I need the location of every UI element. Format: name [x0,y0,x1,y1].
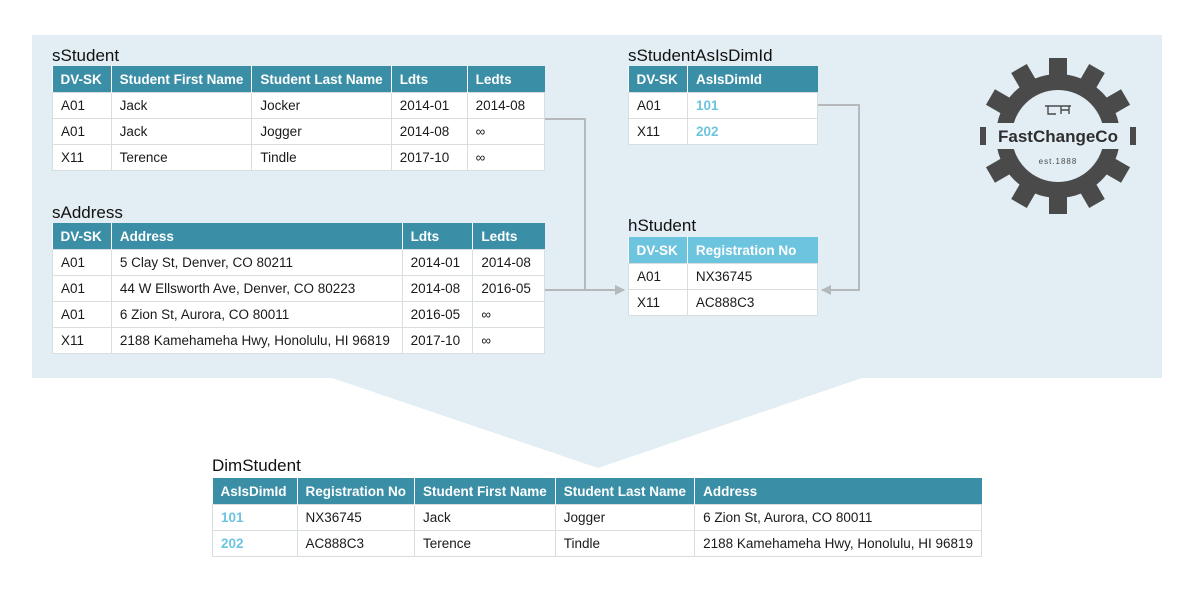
table-cell: 6 Zion St, Aurora, CO 80011 [694,504,982,531]
table-cell: Jack [414,504,556,531]
asisdimid-to-hstudent-arrow [818,104,860,295]
column-header: DV-SK [52,223,112,250]
table-cell: Tindle [251,144,392,171]
column-header: Registration No [687,237,818,264]
column-header: DV-SK [52,66,112,93]
table-row: 202 AC888C3 Terence Tindle 2188 Kamehame… [212,530,982,557]
table-cell: ∞ [472,327,545,354]
sstudent-asisdimid-title: sStudentAsIsDimId [628,46,773,65]
gear-icon: FastChangeCo est.1888 [980,58,1136,214]
column-header: Ldts [391,66,468,93]
column-header: Student First Name [111,66,253,93]
sstudent-table: DV-SK Student First Name Student Last Na… [52,66,546,171]
table-row: 101 NX36745 Jack Jogger 6 Zion St, Auror… [212,504,982,531]
saddress-title: sAddress [52,203,123,222]
logo-est: est.1888 [1039,157,1078,166]
table-cell: 2014-08 [472,249,545,276]
table-cell: X11 [52,327,112,354]
table-cell: ∞ [466,144,546,171]
sstudent-to-hstudent-arrow [545,118,625,295]
table-row: X11 Terence Tindle 2017-10 ∞ [52,144,546,171]
table-cell: 2016-05 [401,301,474,328]
table-cell: 6 Zion St, Aurora, CO 80011 [110,301,403,328]
column-header: Address [694,478,982,505]
table-cell: ∞ [472,301,545,328]
table-cell: 2016-05 [472,275,545,302]
fastchangeco-logo: FastChangeCo est.1888 [980,58,1136,214]
column-header: DV-SK [628,66,688,93]
table-cell: 2188 Kamehameha Hwy, Honolulu, HI 96819 [694,530,982,557]
table-cell: 101 [686,92,819,119]
table-cell: A01 [52,118,112,145]
sstudent-title: sStudent [52,46,120,65]
column-header: AsIsDimId [212,478,298,505]
logo-name: FastChangeCo [998,127,1118,146]
table-cell: Jogger [554,504,696,531]
table-cell: Terence [414,530,556,557]
table-row: X11 2188 Kamehameha Hwy, Honolulu, HI 96… [52,327,545,354]
table-cell: AC888C3 [296,530,416,557]
table-cell: 101 [212,504,298,531]
column-header: Ledts [467,66,545,93]
table-cell: NX36745 [686,263,819,290]
table-cell: Jocker [251,92,392,119]
table-cell: Terence [110,144,253,171]
column-header: Student Last Name [555,478,696,505]
table-cell: 2014-08 [390,118,468,145]
table-row: X11 202 [628,118,819,145]
table-cell: X11 [628,118,688,145]
hstudent-table: DV-SK Registration No A01 NX36745 X11 AC… [628,237,819,316]
saddress-table: DV-SK Address Ldts Ledts A01 5 Clay St, … [52,223,545,354]
table-cell: 202 [686,118,819,145]
dimstudent-title: DimStudent [212,456,301,475]
table-cell: 2017-10 [401,327,474,354]
table-cell: AC888C3 [686,289,819,316]
table-cell: A01 [52,249,112,276]
column-header: Student Last Name [251,66,392,93]
table-row: A01 44 W Ellsworth Ave, Denver, CO 80223… [52,275,545,302]
table-row: A01 5 Clay St, Denver, CO 80211 2014-01 … [52,249,545,276]
column-header: Student First Name [414,478,556,505]
column-header: Ledts [472,223,545,250]
table-cell: 202 [212,530,298,557]
dimstudent-table: AsIsDimId Registration No Student First … [212,478,982,557]
table-row: X11 AC888C3 [628,289,819,316]
table-cell: 2188 Kamehameha Hwy, Honolulu, HI 96819 [110,327,403,354]
column-header: Ldts [402,223,474,250]
table-cell: Tindle [554,530,696,557]
column-header: AsIsDimId [687,66,818,93]
table-cell: NX36745 [296,504,416,531]
hstudent-title: hStudent [628,216,697,235]
column-header: Registration No [297,478,416,505]
table-cell: 2014-01 [401,249,474,276]
table-row: A01 Jack Jogger 2014-08 ∞ [52,118,546,145]
column-header: DV-SK [628,237,688,264]
table-cell: 2014-08 [401,275,474,302]
column-header: Address [111,223,403,250]
sstudent-asisdimid-table: DV-SK AsIsDimId A01 101 X11 202 [628,66,819,145]
